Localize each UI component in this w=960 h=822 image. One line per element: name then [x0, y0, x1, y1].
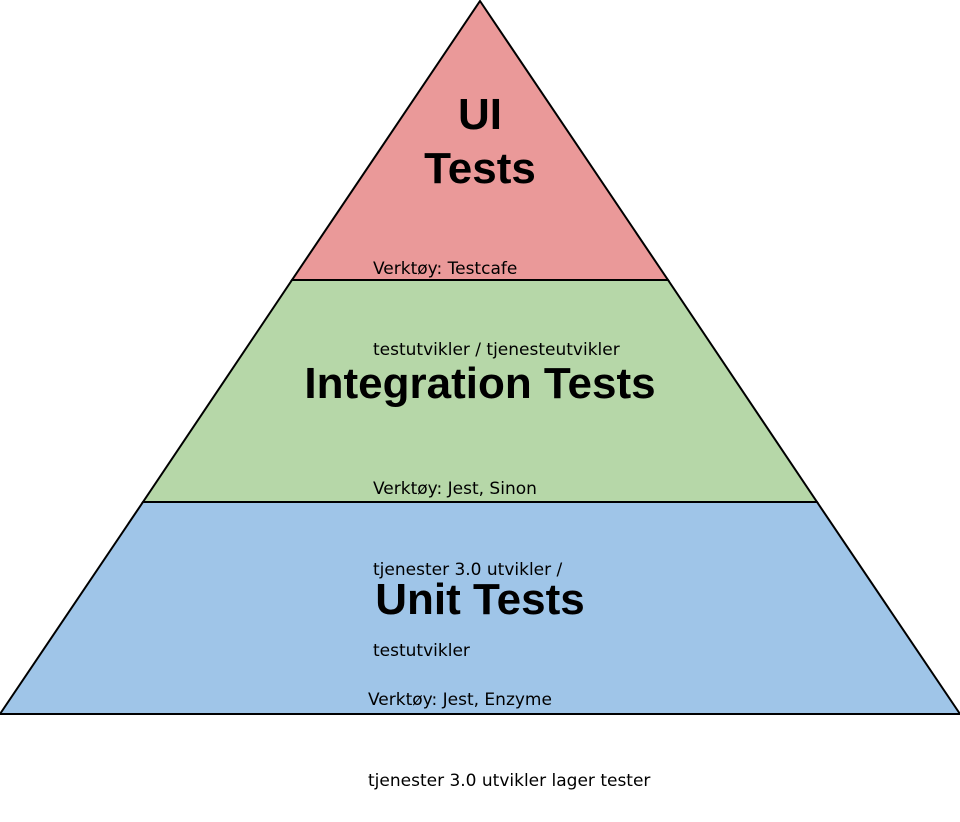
- unit-description: Verktøy: Jest, Enzyme tjenester 3.0 utvi…: [368, 633, 650, 822]
- ui-title-line1: UI: [458, 90, 502, 139]
- ui-title: UI Tests: [380, 88, 580, 196]
- ui-tools: Verktøy: Testcafe: [373, 259, 518, 279]
- unit-tier: [0, 501, 960, 715]
- integration-roles-line2: testutvikler: [373, 641, 470, 661]
- ui-description: Verktøy: Testcafe testutvikler / tjenest…: [373, 202, 620, 391]
- unit-roles: tjenester 3.0 utvikler lager tester: [368, 771, 651, 791]
- integration-title: Integration Tests: [304, 359, 656, 408]
- ui-title-line2: Tests: [424, 144, 536, 193]
- unit-title: Unit Tests: [375, 575, 585, 624]
- integration-roles-line1: tjenester 3.0 utvikler /: [373, 560, 563, 580]
- unit-tools: Verktøy: Jest, Enzyme: [368, 690, 552, 710]
- pyramid: [0, 0, 960, 715]
- ui-roles: testutvikler / tjenesteutvikler: [373, 340, 620, 360]
- integration-tools: Verktøy: Jest, Sinon: [373, 479, 537, 499]
- integration-description: Verktøy: Jest, Sinon tjenester 3.0 utvik…: [373, 422, 562, 692]
